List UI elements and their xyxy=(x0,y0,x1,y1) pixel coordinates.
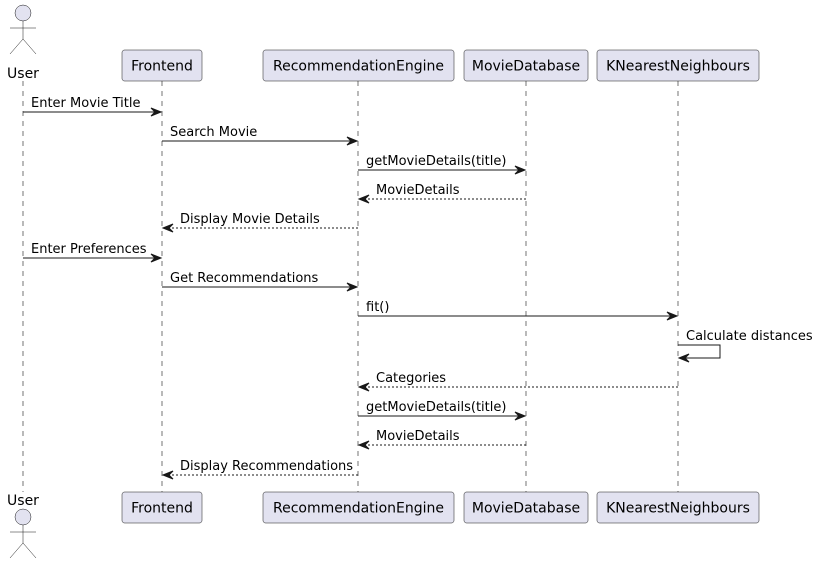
participant-label: RecommendationEngine xyxy=(273,59,444,75)
participant-label: Frontend xyxy=(131,501,193,517)
participant-box xyxy=(121,49,203,82)
message-1: Enter Movie Title xyxy=(23,96,163,117)
participant-engine-top: RecommendationEngine xyxy=(262,49,455,82)
actor-head xyxy=(14,4,32,22)
actor-left-leg xyxy=(9,542,24,559)
message-arrowhead xyxy=(357,440,370,450)
message-arrowhead xyxy=(161,223,174,233)
participant-knn-top: KNearestNeighbours xyxy=(596,49,760,82)
actor-head xyxy=(14,508,32,526)
message-9: Calculate distances xyxy=(677,329,813,363)
message-arrowhead xyxy=(357,194,370,204)
message-arrowhead xyxy=(514,165,527,175)
lifelines xyxy=(22,81,679,492)
message-4: MovieDetails xyxy=(357,183,526,204)
message-3: getMovieDetails(title) xyxy=(358,154,527,175)
message-7: Get Recommendations xyxy=(162,271,359,292)
message-arrowhead xyxy=(161,470,174,480)
message-arrowhead xyxy=(666,311,679,321)
message-label: Enter Movie Title xyxy=(31,96,141,111)
participant-box xyxy=(463,491,589,524)
actor-label: User xyxy=(7,66,39,82)
message-5: Display Movie Details xyxy=(161,212,358,233)
message-arrowhead xyxy=(514,411,527,421)
participant-engine-bottom: RecommendationEngine xyxy=(262,491,455,524)
participant-label: KNearestNeighbours xyxy=(606,59,750,75)
participant-moviedb-top: MovieDatabase xyxy=(463,49,589,82)
actor-right-leg xyxy=(22,542,37,559)
message-label: Display Recommendations xyxy=(180,459,353,474)
participant-frontend-top: Frontend xyxy=(121,49,203,82)
participant-box xyxy=(596,491,760,524)
message-label: getMovieDetails(title) xyxy=(366,400,506,415)
participants-top: User Frontend RecommendationEngine MovieDat… xyxy=(7,4,760,82)
message-arrowhead xyxy=(346,282,359,292)
participant-box xyxy=(121,491,203,524)
actor-right-leg xyxy=(22,38,37,55)
participant-box xyxy=(463,49,589,82)
message-arrowhead xyxy=(150,107,163,117)
message-arrowhead xyxy=(346,136,359,146)
participant-box xyxy=(262,49,455,82)
participant-moviedb-bottom: MovieDatabase xyxy=(463,491,589,524)
message-12: MovieDetails xyxy=(357,429,526,450)
message-label: Search Movie xyxy=(170,125,257,140)
participant-label: KNearestNeighbours xyxy=(606,501,750,517)
message-arrowhead xyxy=(150,253,163,263)
participant-label: MovieDatabase xyxy=(472,59,580,75)
message-label: Display Movie Details xyxy=(180,212,320,227)
message-label: getMovieDetails(title) xyxy=(366,154,506,169)
participant-label: RecommendationEngine xyxy=(273,501,444,517)
message-label: Enter Preferences xyxy=(31,242,147,257)
message-label: Categories xyxy=(376,371,446,386)
message-label: fit() xyxy=(366,300,389,315)
message-label: Get Recommendations xyxy=(170,271,319,286)
message-11: getMovieDetails(title) xyxy=(358,400,527,421)
message-6: Enter Preferences xyxy=(23,242,163,263)
message-label: MovieDetails xyxy=(376,183,460,198)
message-13: Display Recommendations xyxy=(161,459,358,480)
message-arrowhead xyxy=(357,382,370,392)
actor-user-top: User xyxy=(7,4,39,82)
message-10: Categories xyxy=(357,371,678,392)
message-2: Search Movie xyxy=(162,125,359,146)
message-line xyxy=(678,344,721,359)
message-label: MovieDetails xyxy=(376,429,460,444)
participant-label: Frontend xyxy=(131,59,193,75)
message-arrowhead xyxy=(677,353,690,363)
message-8: fit() xyxy=(358,300,679,321)
participant-box xyxy=(596,49,760,82)
participant-label: MovieDatabase xyxy=(472,501,580,517)
actor-label: User xyxy=(7,493,39,509)
message-label: Calculate distances xyxy=(686,329,813,344)
participant-knn-bottom: KNearestNeighbours xyxy=(596,491,760,524)
actor-user-bottom: User xyxy=(7,493,39,559)
participant-frontend-bottom: Frontend xyxy=(121,491,203,524)
participant-box xyxy=(262,491,455,524)
actor-left-leg xyxy=(9,38,24,55)
